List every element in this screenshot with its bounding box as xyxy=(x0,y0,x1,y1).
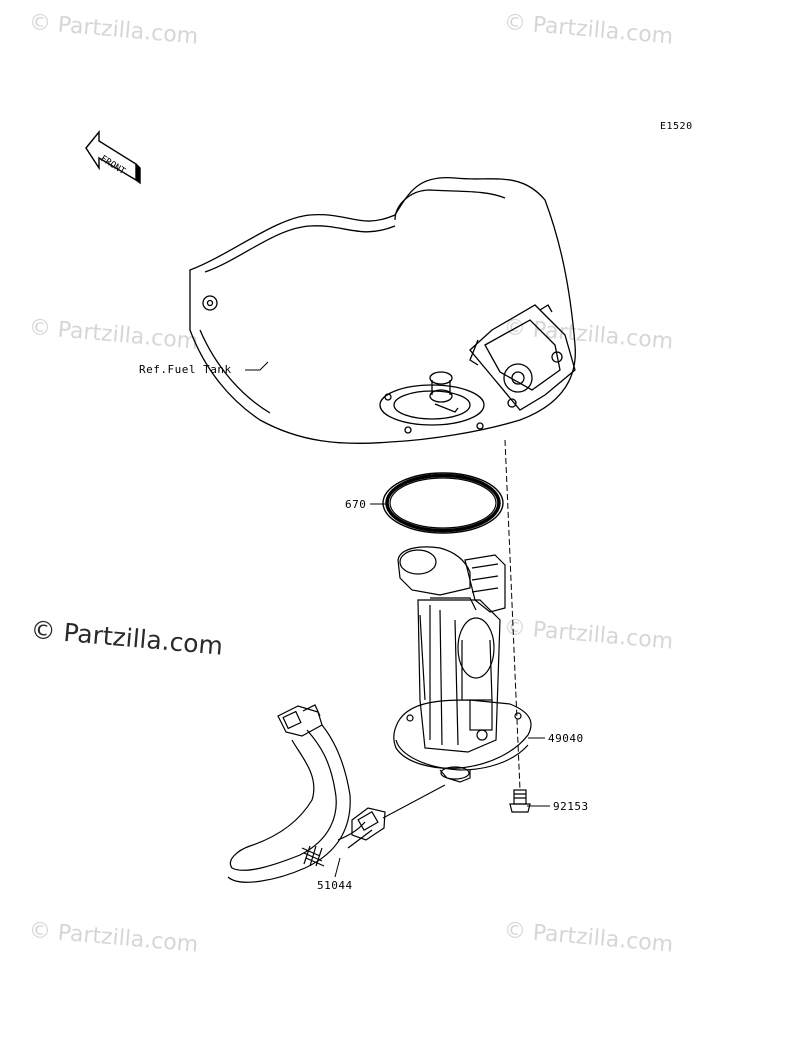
bolt xyxy=(509,789,531,813)
fuel-hose xyxy=(227,704,386,883)
callout-fuel-tank: Ref.Fuel Tank xyxy=(139,363,232,376)
fuel-tank xyxy=(189,176,576,444)
fuel-pump-assembly xyxy=(393,546,532,783)
leader-lines xyxy=(245,361,550,878)
callout-hose: 51044 xyxy=(317,879,353,892)
diagram-code: E1520 xyxy=(660,121,693,132)
front-arrow-icon: FRONT xyxy=(85,130,141,185)
callout-gasket: 670 xyxy=(345,498,367,511)
callout-bolt: 92153 xyxy=(553,800,589,813)
gasket-ring xyxy=(382,472,504,534)
callout-fuel-pump: 49040 xyxy=(548,732,584,745)
